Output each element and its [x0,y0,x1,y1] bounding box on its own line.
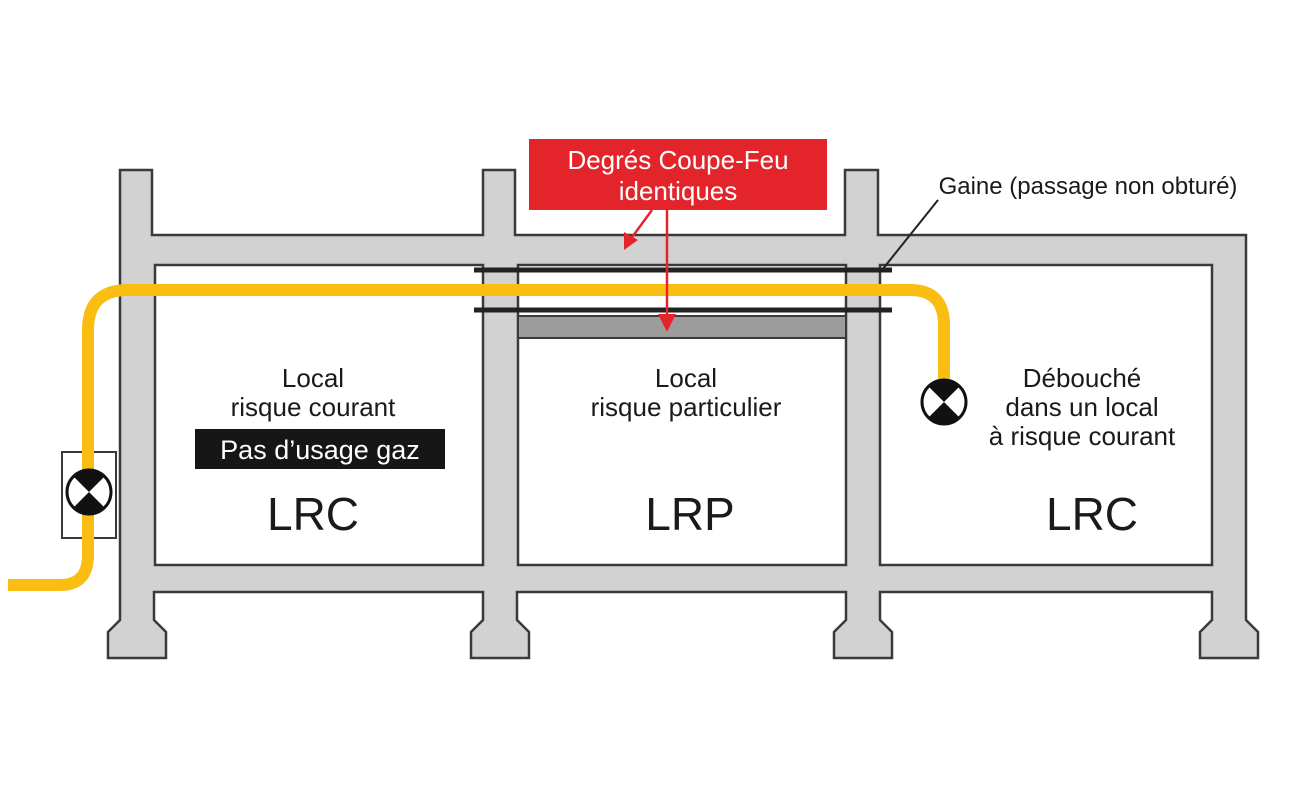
valve-icon [920,378,968,426]
room3-code: LRC [1046,488,1138,540]
protected-zone-strip [517,315,847,339]
no-gas-badge: Pas d’usage gaz [220,435,420,465]
room3-line2: dans un local [1005,392,1158,422]
callout-line1: Degrés Coupe-Feu [567,145,788,175]
room2-line2: risque particulier [591,392,782,422]
room3-line1: Débouché [1023,363,1142,393]
arrow-head-2 [658,314,676,332]
gaine-leader-line [881,199,939,271]
no-gas-badge-bg [195,429,445,469]
valve-icon [65,468,113,516]
gas-pipe [8,284,950,591]
room2-code: LRP [645,488,734,540]
room3-line3: à risque courant [989,421,1176,451]
room1-line2: risque courant [231,392,397,422]
room1-code: LRC [267,488,359,540]
callout-box [529,139,827,210]
arrow-head-1 [624,232,638,250]
room2-line1: Local [655,363,717,393]
building-walls [106,168,1260,660]
room1-line1: Local [282,363,344,393]
callout-line2: identiques [619,176,738,206]
arrow-line-1 [628,209,654,241]
gaine-label: Gaine (passage non obturé) [939,173,1238,200]
